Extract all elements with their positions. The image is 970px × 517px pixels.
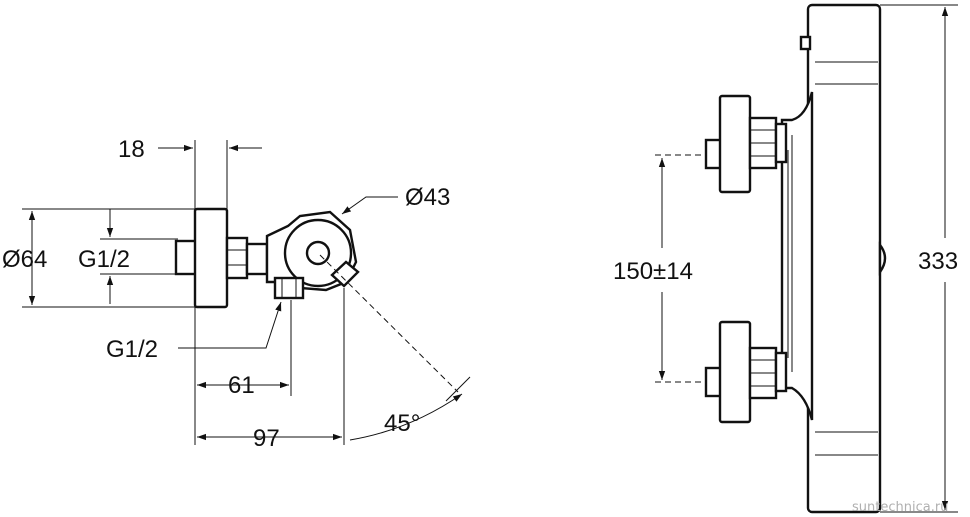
- dimension-angle: 45°: [384, 410, 420, 437]
- side-view: [22, 140, 471, 445]
- dimension-cartridge-diameter: Ø43: [405, 184, 450, 211]
- dimension-thread-outlet: G1/2: [106, 336, 158, 363]
- dimension-outer-diameter: Ø64: [2, 246, 47, 273]
- front-view: [655, 3, 958, 514]
- dimension-depth-short: 61: [228, 372, 255, 399]
- dimension-center-distance: 150±14: [613, 258, 693, 285]
- dimension-height: 333: [918, 248, 958, 275]
- watermark-text: suntechnica.ru: [852, 500, 948, 515]
- dimension-depth-long: 97: [253, 425, 280, 452]
- dimension-thread-inlet: G1/2: [78, 246, 130, 273]
- dimension-handle-width: 18: [118, 136, 145, 163]
